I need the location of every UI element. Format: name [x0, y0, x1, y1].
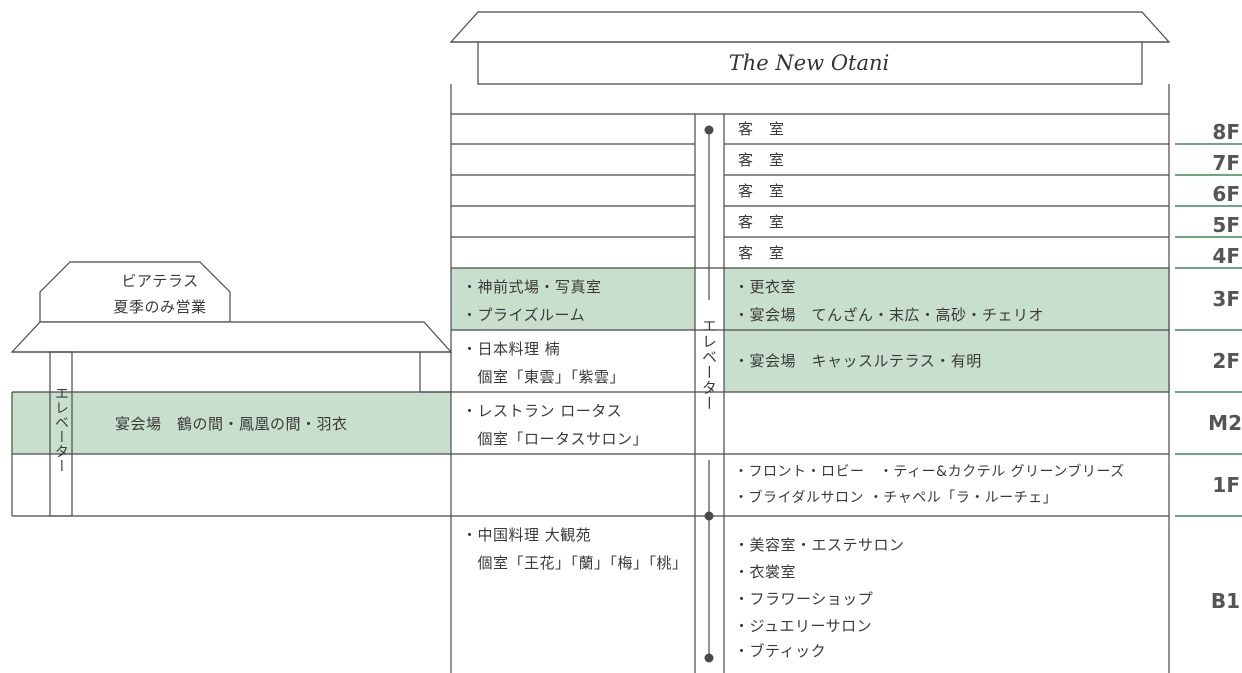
room-m2-left-2: 個室「ロータスサロン」: [462, 430, 648, 448]
floor-label-6f: 6F: [1212, 182, 1240, 206]
room-b1-right-2: ・衣裳室: [734, 563, 796, 581]
floor-label-2f: 2F: [1212, 349, 1240, 373]
room-b1-right-1: ・美容室・エステサロン: [734, 536, 905, 554]
main-elevator-shaft: [704, 125, 714, 663]
floor-label-m2: M2: [1208, 411, 1242, 435]
room-8f-right-1: 客 室: [738, 120, 785, 138]
room-b1-right-5: ・ブティック: [734, 642, 826, 660]
room-5f-right-1: 客 室: [738, 213, 785, 231]
room-6f-right-1: 客 室: [738, 182, 785, 200]
room-2f-left-2: 個室「東雲」「紫雲」: [462, 368, 625, 386]
annex-elevator-label: エレベーター: [53, 386, 69, 473]
room-2f-left-1: ・日本料理 楠: [462, 340, 560, 358]
room-3f-left-1: ・神前式場・写真室: [462, 278, 602, 296]
room-b1-left-1: ・中国料理 大観苑: [462, 526, 591, 544]
room-b1-right-4: ・ジュエリーサロン: [734, 617, 872, 635]
floor-label-7f: 7F: [1212, 151, 1240, 175]
highlight-annex-banquet: [12, 392, 451, 454]
highlight-2f-right: [724, 330, 1170, 392]
main-elevator-label: エレベーター: [700, 318, 718, 411]
room-b1-left-2: 個室「王花」「蘭」「梅」「桃」: [462, 554, 688, 572]
room-3f-right-1: ・更衣室: [734, 278, 796, 296]
annex-roof-text-2: 夏季のみ営業: [113, 298, 206, 316]
main-building-frame: [450, 84, 1170, 673]
room-1f-right-2: ・ブライダルサロン ・チャペル「ラ・ルーチェ」: [734, 489, 1057, 506]
highlight-3f-left: [451, 268, 695, 330]
room-3f-left-2: ・プライズルーム: [462, 306, 585, 324]
annex-roof-text-1: ビアテラス: [121, 272, 198, 290]
floor-label-b1: B1: [1211, 589, 1240, 613]
room-4f-right-1: 客 室: [738, 244, 785, 262]
floor-accent-lines: [1175, 143, 1242, 517]
room-b1-right-3: ・フラワーショップ: [734, 590, 873, 608]
room-7f-right-1: 客 室: [738, 151, 785, 169]
floor-label-5f: 5F: [1212, 213, 1240, 237]
highlight-3f-right: [724, 268, 1170, 330]
annex-building-frame: [10, 261, 453, 517]
floor-label-3f: 3F: [1212, 287, 1240, 311]
room-m2-left-1: ・レストラン ロータス: [462, 402, 622, 420]
floor-label-8f: 8F: [1212, 120, 1240, 144]
main-roof: [449, 11, 1171, 85]
floor-label-4f: 4F: [1212, 244, 1240, 268]
floor-label-1f: 1F: [1212, 473, 1240, 497]
room-2f-right-1: ・宴会場 キャッスルテラス・有明: [734, 352, 982, 370]
room-1f-right-1: ・フロント・ロビー ・ティー&カクテル グリーンブリーズ: [734, 463, 1125, 480]
annex-banquet-label: 宴会場 鶴の間・鳳凰の間・羽衣: [115, 415, 348, 433]
room-3f-right-2: ・宴会場 てんざん・末広・高砂・チェリオ: [734, 306, 1044, 324]
hotel-logo: The New Otani: [729, 51, 890, 75]
